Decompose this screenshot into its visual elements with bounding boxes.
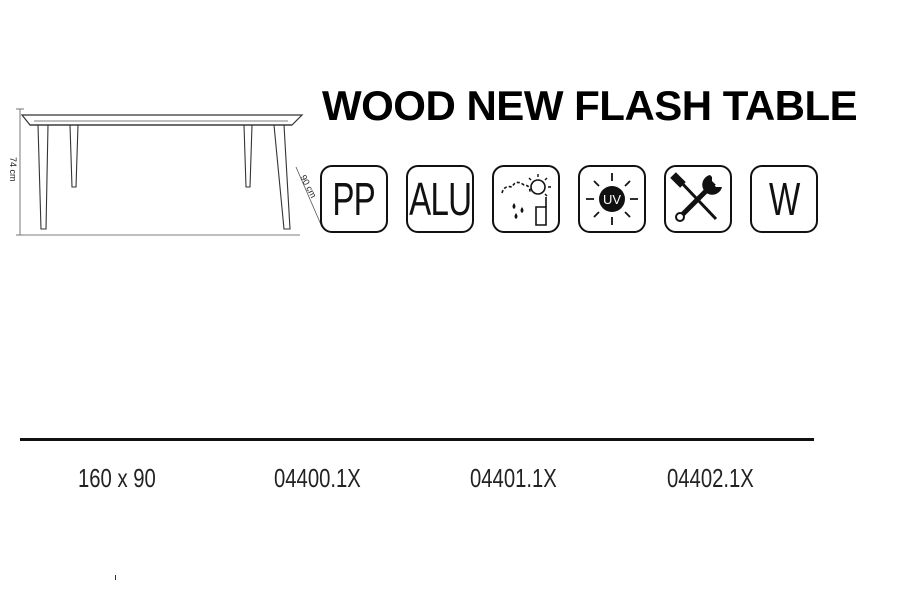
table-drawing: 74 cm 90 cm bbox=[8, 108, 323, 236]
depth-dimension-line bbox=[295, 166, 323, 228]
table-sketch: 74 cm 90 cm bbox=[0, 95, 330, 240]
polypropylene-icon: PP bbox=[320, 165, 388, 233]
product-code: 04402.1X bbox=[667, 463, 754, 493]
page-mark bbox=[115, 575, 116, 580]
depth-label: 90 cm bbox=[298, 173, 318, 199]
table-leg bbox=[243, 124, 253, 188]
tabletop-outline bbox=[20, 114, 304, 126]
table-leg bbox=[273, 124, 291, 230]
aluminium-label: ALU bbox=[408, 173, 472, 225]
uv-protection-icon: UV bbox=[578, 165, 646, 233]
product-code: 04401.1X bbox=[470, 463, 557, 493]
uv-label: UV bbox=[603, 192, 621, 207]
table-leg bbox=[37, 124, 49, 230]
polypropylene-label: PP bbox=[332, 173, 376, 225]
product-code: 04400.1X bbox=[274, 463, 361, 493]
aluminium-icon: ALU bbox=[406, 165, 474, 233]
weight-icon: W bbox=[750, 165, 818, 233]
size-dimensions: 160 x 90 bbox=[78, 463, 156, 493]
weather-resistant-icon bbox=[492, 165, 560, 233]
weight-label: W bbox=[768, 173, 800, 225]
table-leg bbox=[69, 124, 79, 188]
assembly-tools-icon bbox=[664, 165, 732, 233]
divider-rule bbox=[20, 438, 814, 441]
height-label: 74 cm bbox=[8, 157, 18, 182]
spec-row: 160 x 90 04400.1X 04401.1X 04402.1X bbox=[0, 462, 922, 494]
product-title: WOOD NEW FLASH TABLE bbox=[322, 82, 858, 129]
